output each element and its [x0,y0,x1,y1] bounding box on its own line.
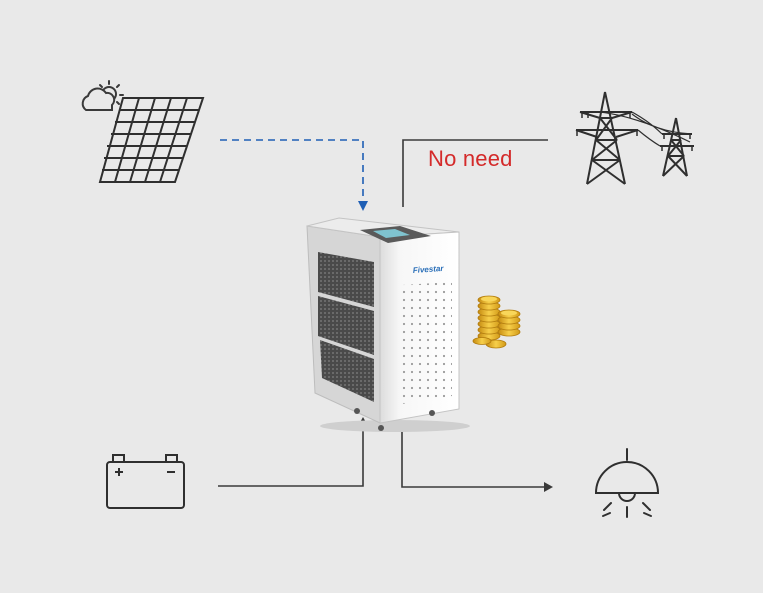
vent-panel-3 [320,340,374,402]
vent-panel-2 [318,296,374,355]
battery-icon [106,454,185,509]
ceiling-lamp-icon [594,448,660,518]
solar-panel-icon [98,97,205,183]
grid-note-label: No need [428,146,513,171]
vent-panel-1 [318,252,374,307]
grid-line [402,139,548,207]
load-line-arrowhead [544,482,553,492]
coin-stack-icon [472,295,521,349]
load-line [401,428,553,492]
sun-cloud-icon [81,80,124,111]
solar-flow-line [220,139,368,211]
lcd-display [373,229,410,238]
power-tower-icon [575,91,694,185]
brand-logo: Fivestar [413,264,445,275]
inverter-unit: Fivestar [306,217,470,432]
front-perforation [402,282,452,404]
solar-flow-arrowhead [358,201,368,211]
